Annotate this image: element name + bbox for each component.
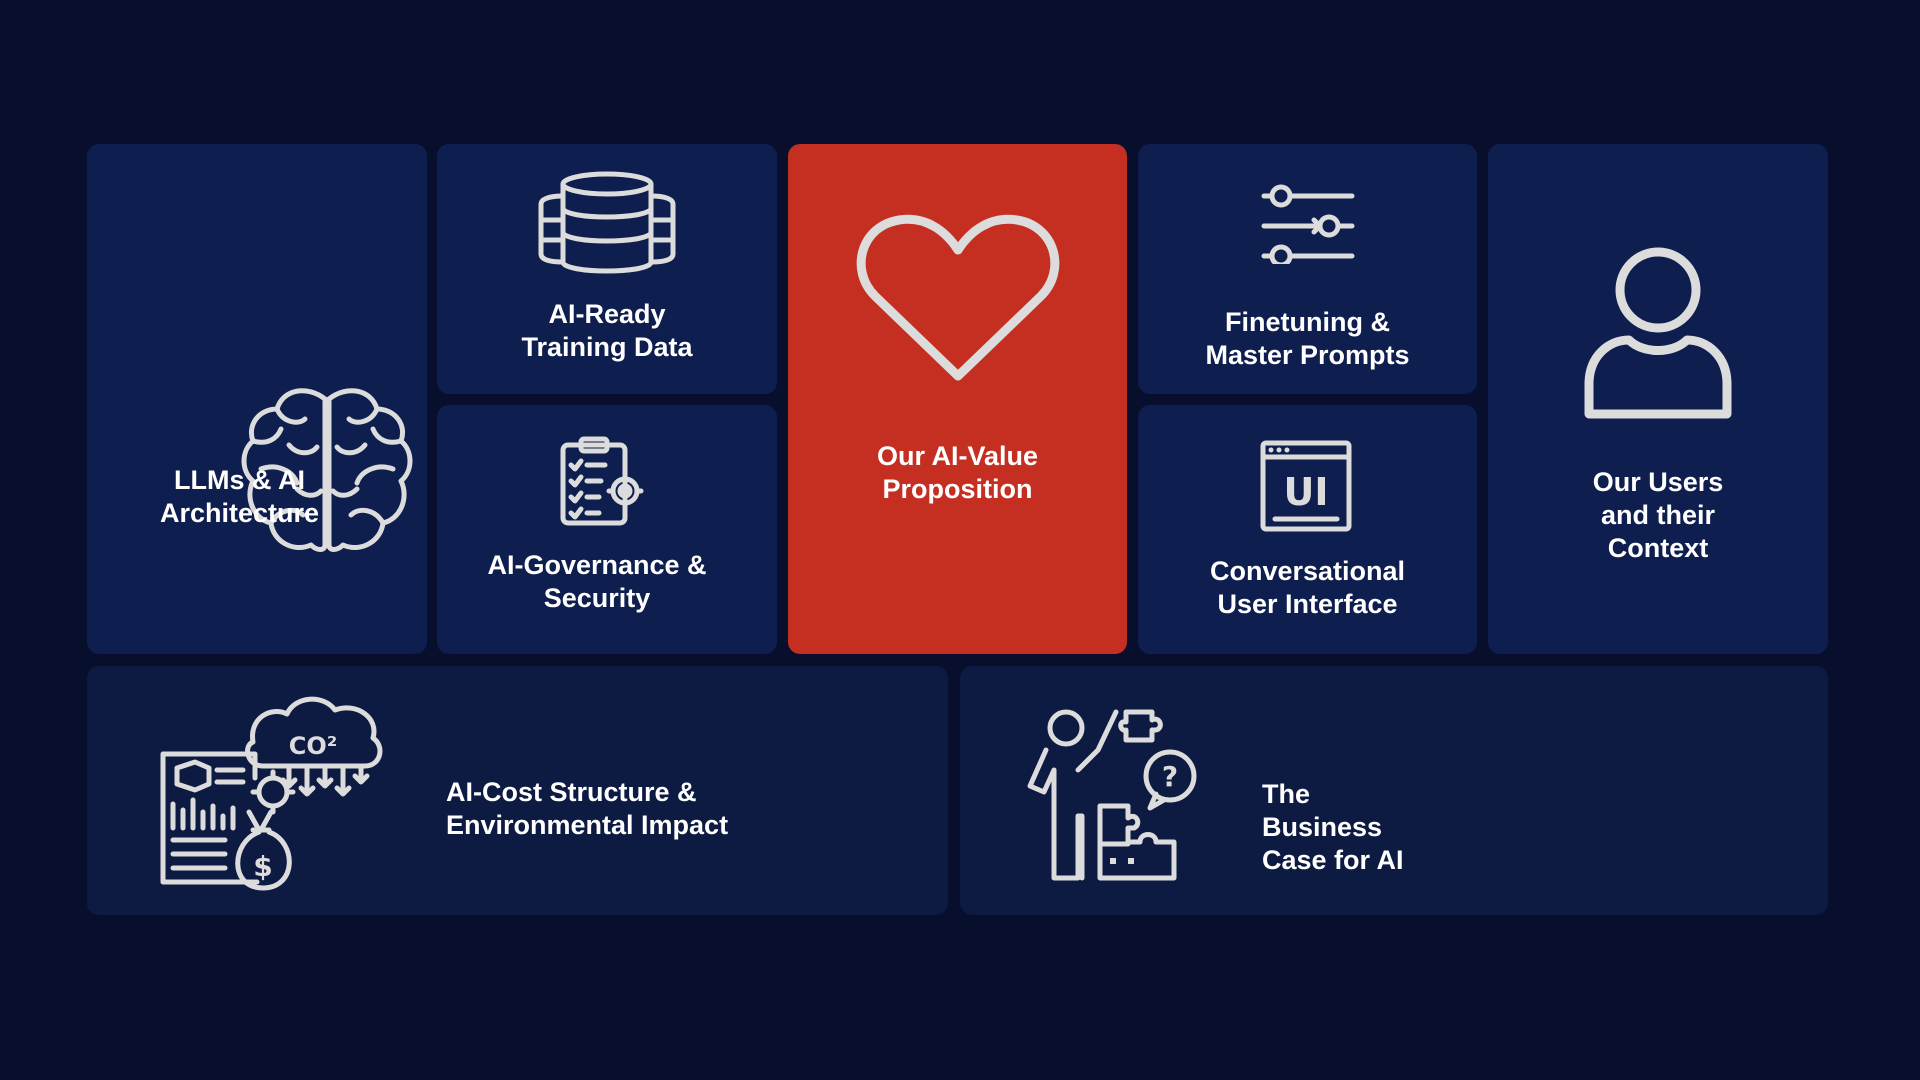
tile-label: AI-Governance & Security [487,550,707,613]
heart-icon [853,204,1063,384]
tile-training-data[interactable]: AI-Ready Training Data [437,144,777,394]
cost-environment-icon: CO² $ [159,682,399,892]
tile-label: AI-Cost Structure & Environmental Impact [446,777,729,840]
tile-label: Finetuning & Master Prompts [1205,307,1410,370]
ui-glyph: UI [1284,470,1329,514]
user-icon [1583,244,1733,424]
tile-label: Our Users and their Context [1592,467,1724,563]
tile-label: Conversational User Interface [1209,556,1406,619]
business-puzzle-icon: ? [1024,706,1204,886]
tile-label: The Business Case for AI [1262,779,1404,875]
tile-value-proposition[interactable]: Our AI-Value Proposition [788,144,1127,654]
tile-cost-environment[interactable]: CO² $ AI-Cost Structure & Environmental … [87,666,948,915]
tile-label: Our AI-Value Proposition [876,441,1039,504]
tile-label: LLMs & AI Architecture [159,465,320,528]
dollar-sign: $ [253,850,272,883]
tile-llms-architecture[interactable]: LLMs & AI Architecture [87,144,427,654]
tile-users-context[interactable]: Our Users and their Context [1488,144,1828,654]
question-mark: ? [1162,760,1178,793]
tile-finetuning-prompts[interactable]: Finetuning & Master Prompts [1138,144,1477,394]
co2-text: CO² [289,732,338,760]
clipboard-checklist-icon [559,435,645,527]
database-icon [537,170,677,280]
tile-conversational-ui[interactable]: UI Conversational User Interface [1138,405,1477,654]
sliders-icon [1258,184,1358,264]
tile-business-case[interactable]: ? The Business Case for AI [960,666,1828,915]
tile-label: AI-Ready Training Data [521,299,693,362]
tile-governance-security[interactable]: AI-Governance & Security [437,405,777,654]
brain-icon [237,379,417,564]
ui-window-icon: UI [1259,439,1353,533]
